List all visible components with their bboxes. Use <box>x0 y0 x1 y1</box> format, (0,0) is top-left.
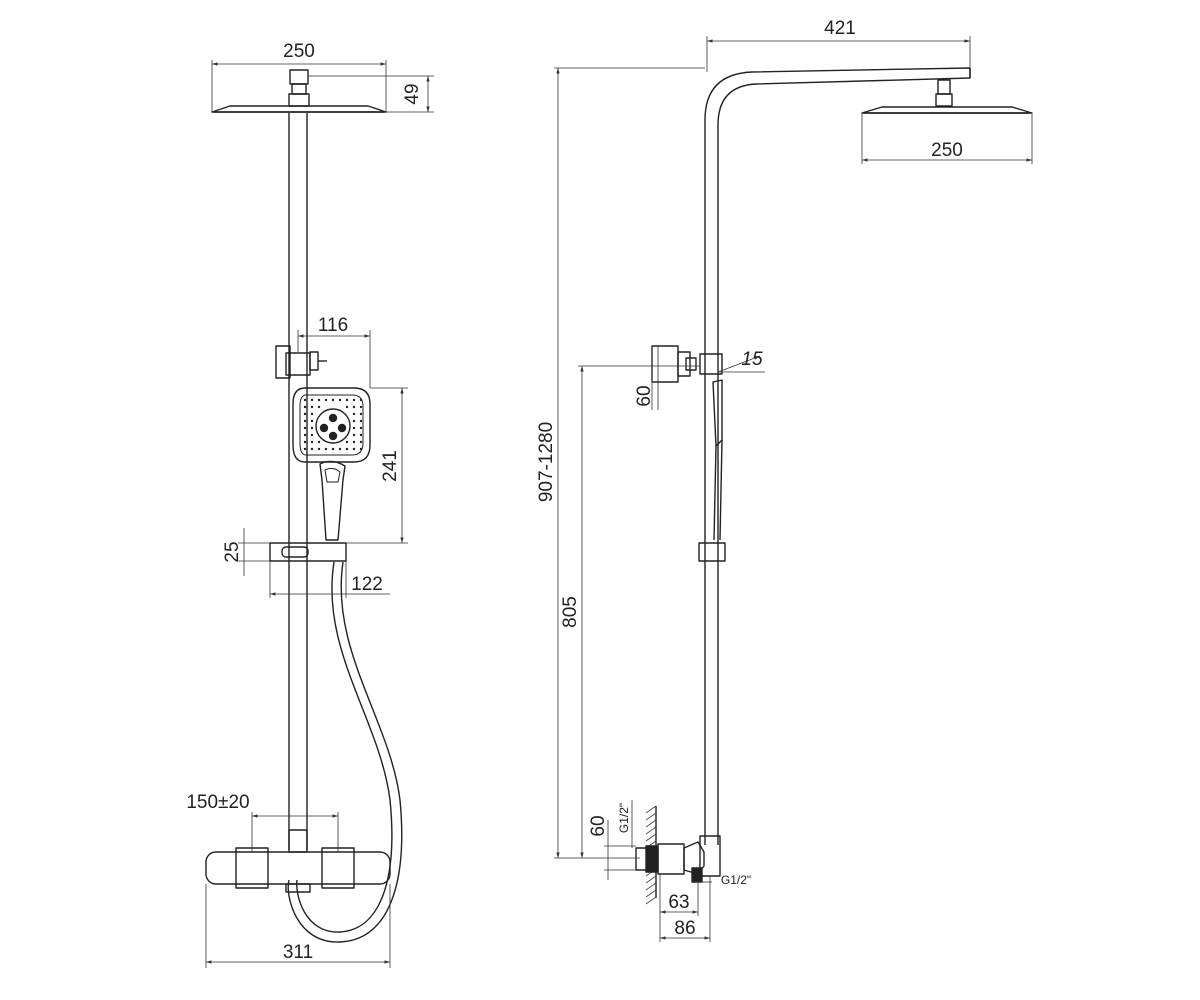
dim-valve-width: 311 <box>283 942 313 963</box>
wall-hatch-line <box>645 826 657 835</box>
dim-side-head-width: 250 <box>931 140 963 161</box>
wall-connection <box>635 805 721 905</box>
side-dimensions: 421 250 907-1280 60 15 805 <box>536 18 1033 942</box>
wall-hatch-line <box>645 875 657 884</box>
nozzle-dot <box>359 405 363 409</box>
wall-hatch-line <box>645 805 657 814</box>
wall-hatch-line <box>645 812 657 821</box>
nozzle-dot <box>359 412 363 416</box>
hose <box>287 561 403 943</box>
dim-handset-offset: 116 <box>318 315 348 336</box>
nozzle-dot <box>310 440 314 444</box>
nozzle-dot <box>324 398 328 402</box>
dim-projection-86: 86 <box>674 918 695 939</box>
nozzle-dot <box>303 433 307 437</box>
nozzle-dot <box>359 447 363 451</box>
dim-inlet-height: 60 <box>588 815 609 836</box>
wall-bracket <box>275 345 327 379</box>
nozzle-dot <box>352 440 356 444</box>
nozzle-dot <box>345 405 349 409</box>
nozzle-dot <box>310 433 314 437</box>
side-hand-shower <box>712 379 723 541</box>
thermostatic-valve <box>205 847 391 893</box>
wall-hatch-line <box>645 833 657 842</box>
nozzle-dot <box>338 447 342 451</box>
outlet-thread-label: G1/2" <box>721 873 751 887</box>
nozzle-dot <box>303 412 307 416</box>
side-view: 421 250 907-1280 60 15 805 <box>536 18 1033 942</box>
dim-holder-width: 122 <box>351 574 383 595</box>
overhead-arm <box>704 67 971 845</box>
nozzle-dot <box>331 398 335 402</box>
nozzle-dot <box>359 419 363 423</box>
rain-shower-head <box>211 69 387 113</box>
dim-holder-height: 25 <box>222 541 243 562</box>
dim-arm-length: 421 <box>824 18 856 39</box>
nozzle-dot <box>352 426 356 430</box>
dim-bracket-height: 60 <box>634 385 655 406</box>
dim-outlet-height: 805 <box>560 596 581 628</box>
nozzle-dot <box>317 405 321 409</box>
wall-hatch-line <box>645 819 657 828</box>
nozzle-dot <box>303 447 307 451</box>
nozzle-dot <box>303 426 307 430</box>
front-dimensions: 250 49 116 241 25 122 <box>186 41 434 968</box>
dim-bracket-angle: 15 <box>741 349 763 370</box>
nozzle-dot <box>352 419 356 423</box>
nozzle-dot <box>352 405 356 409</box>
nozzle-dot <box>310 398 314 402</box>
side-shower-head <box>861 79 1033 114</box>
dim-valve-spacing: 150±20 <box>186 792 249 813</box>
nozzle-dot <box>352 398 356 402</box>
nozzle-dot <box>310 412 314 416</box>
nozzle-dot <box>359 426 363 430</box>
inlet-thread-label: G1/2" <box>617 803 631 833</box>
front-view: 250 49 116 241 25 122 <box>186 41 434 968</box>
nozzle-dot <box>359 433 363 437</box>
dim-handset-length: 241 <box>380 450 401 482</box>
nozzle-dot <box>324 447 328 451</box>
dim-head-width: 250 <box>283 41 315 62</box>
nozzle-dot <box>310 447 314 451</box>
nozzle-dot <box>352 447 356 451</box>
nozzle-dot <box>345 398 349 402</box>
side-slide-holder <box>698 542 726 562</box>
nozzle-dot <box>345 440 349 444</box>
nozzle-dot <box>310 419 314 423</box>
dim-height-range: 907-1280 <box>536 422 557 502</box>
nozzle-dot <box>317 398 321 402</box>
slide-holder <box>269 542 347 562</box>
dim-projection-63: 63 <box>668 892 689 913</box>
nozzle-dot <box>338 398 342 402</box>
nozzle-dot <box>310 426 314 430</box>
nozzle-dot <box>317 440 321 444</box>
nozzle-dot <box>345 447 349 451</box>
nozzle-dot <box>317 447 321 451</box>
hand-shower <box>292 387 371 541</box>
wall-hatch-line <box>645 896 657 905</box>
nozzle-dot <box>352 433 356 437</box>
nozzle-dot <box>310 405 314 409</box>
nozzle-dot <box>303 405 307 409</box>
riser-rail <box>288 113 308 853</box>
nozzle-dot <box>303 440 307 444</box>
nozzle-dot <box>352 412 356 416</box>
wall-hatch-line <box>645 889 657 898</box>
side-wall-bracket <box>651 345 723 383</box>
nozzle-dot <box>303 398 307 402</box>
dim-head-height: 49 <box>402 83 423 104</box>
nozzle-dot <box>359 398 363 402</box>
nozzle-dot <box>331 447 335 451</box>
nozzle-dot <box>303 419 307 423</box>
wall-hatch-line <box>645 882 657 891</box>
nozzle-dot <box>359 440 363 444</box>
